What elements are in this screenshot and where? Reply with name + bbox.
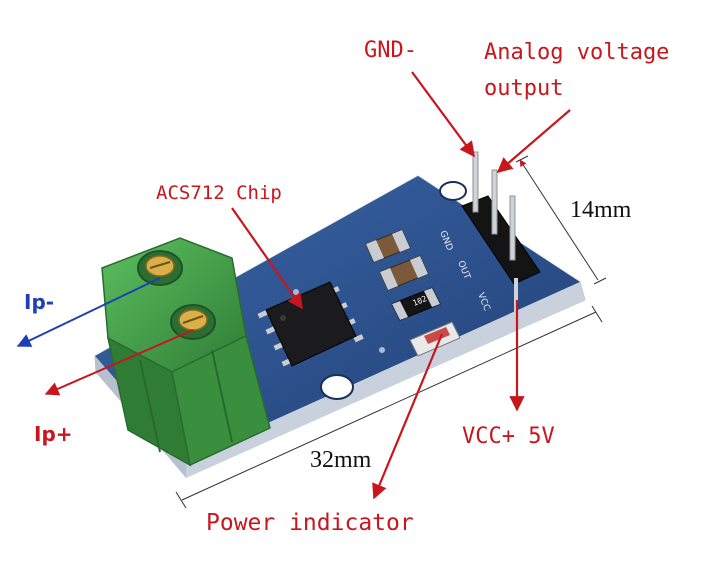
label-length-32mm: 32mm [310,447,372,473]
dimension-width [515,155,607,285]
label-acs712-chip: ACS712 Chip [156,182,282,204]
label-analog-voltage: Analog voltage [484,40,670,65]
mounting-hole [320,374,354,400]
smd-capacitor [379,255,429,291]
smd-capacitor [365,229,411,263]
power-led [409,321,461,357]
screw-terminal-block [101,237,271,467]
mounting-hole [439,181,467,201]
label-gnd: GND- [364,38,417,63]
smd-resistor: 102 [391,287,441,321]
label-ip-plus: Ip+ [34,422,73,446]
arrow-power-indicator [372,333,444,500]
dimension-length [175,305,603,509]
label-width-14mm: 14mm [570,197,632,223]
arrow-analog-output [496,109,571,174]
arrow-gnd [411,71,475,158]
arrow-ip-plus [44,329,194,396]
arrow-ip-minus [16,277,161,347]
label-output: output [484,76,564,101]
arrow-chip [231,207,303,310]
label-power-indicator: Power indicator [206,510,414,536]
label-vcc-5v: VCC+ 5V [462,424,555,449]
label-ip-minus: Ip- [24,290,55,314]
